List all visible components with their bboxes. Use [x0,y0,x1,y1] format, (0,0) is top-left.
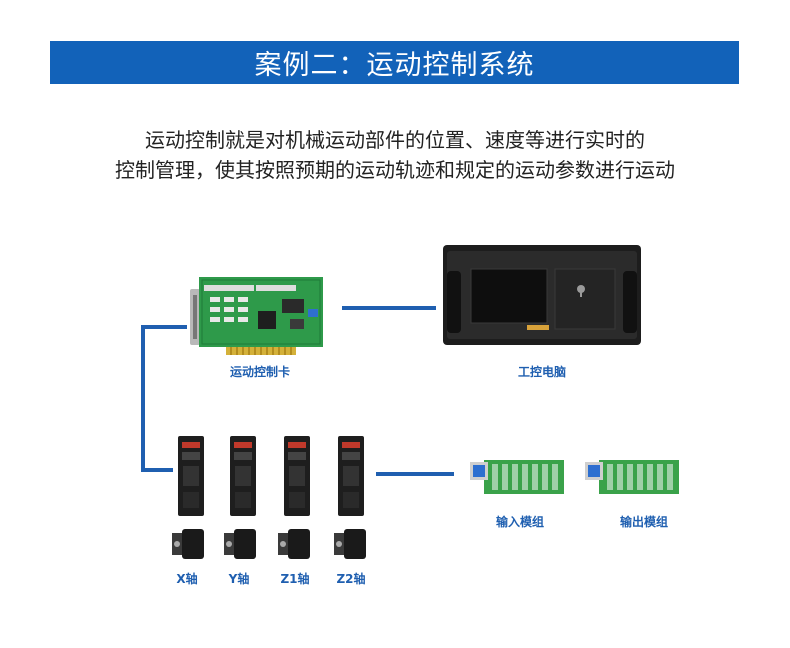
pc-label: 工控电脑 [517,365,566,379]
servo-motor-y-image [224,529,258,559]
output-module-image [585,456,680,498]
card-label: 运动控制卡 [229,365,290,379]
wire-card-left-vertical [141,325,145,472]
motion-control-card-image [190,273,325,363]
axis-label-z1: Z1轴 [280,572,310,586]
industrial-pc-image [443,245,641,345]
servo-drive-2-image [230,436,256,516]
axis-label-y: Y轴 [228,572,250,586]
servo-drive-3-image [284,436,310,516]
servo-motor-z1-image [278,529,312,559]
wire-to-drives [141,468,173,472]
wire-drives-to-modules [376,472,454,476]
input-module-label: 输入模组 [495,515,544,529]
servo-drive-1-image [178,436,204,516]
wire-card-to-pc [342,306,436,310]
page-title: 案例二：运动控制系统 [254,50,535,81]
axis-label-x: X轴 [176,572,198,586]
input-module-image [470,456,565,498]
output-module-label: 输出模组 [619,515,668,529]
intro-line-1: 运动控制就是对机械运动部件的位置、速度等进行实时的 [145,128,645,152]
title-banner: 案例二：运动控制系统 [50,41,739,84]
intro-line-2: 控制管理，使其按照预期的运动轨迹和规定的运动参数进行运动 [115,158,675,182]
servo-drive-4-image [338,436,364,516]
servo-motor-x-image [172,529,206,559]
wire-card-left-horizontal [141,325,187,329]
servo-motor-z2-image [334,529,368,559]
axis-label-z2: Z2轴 [336,572,366,586]
